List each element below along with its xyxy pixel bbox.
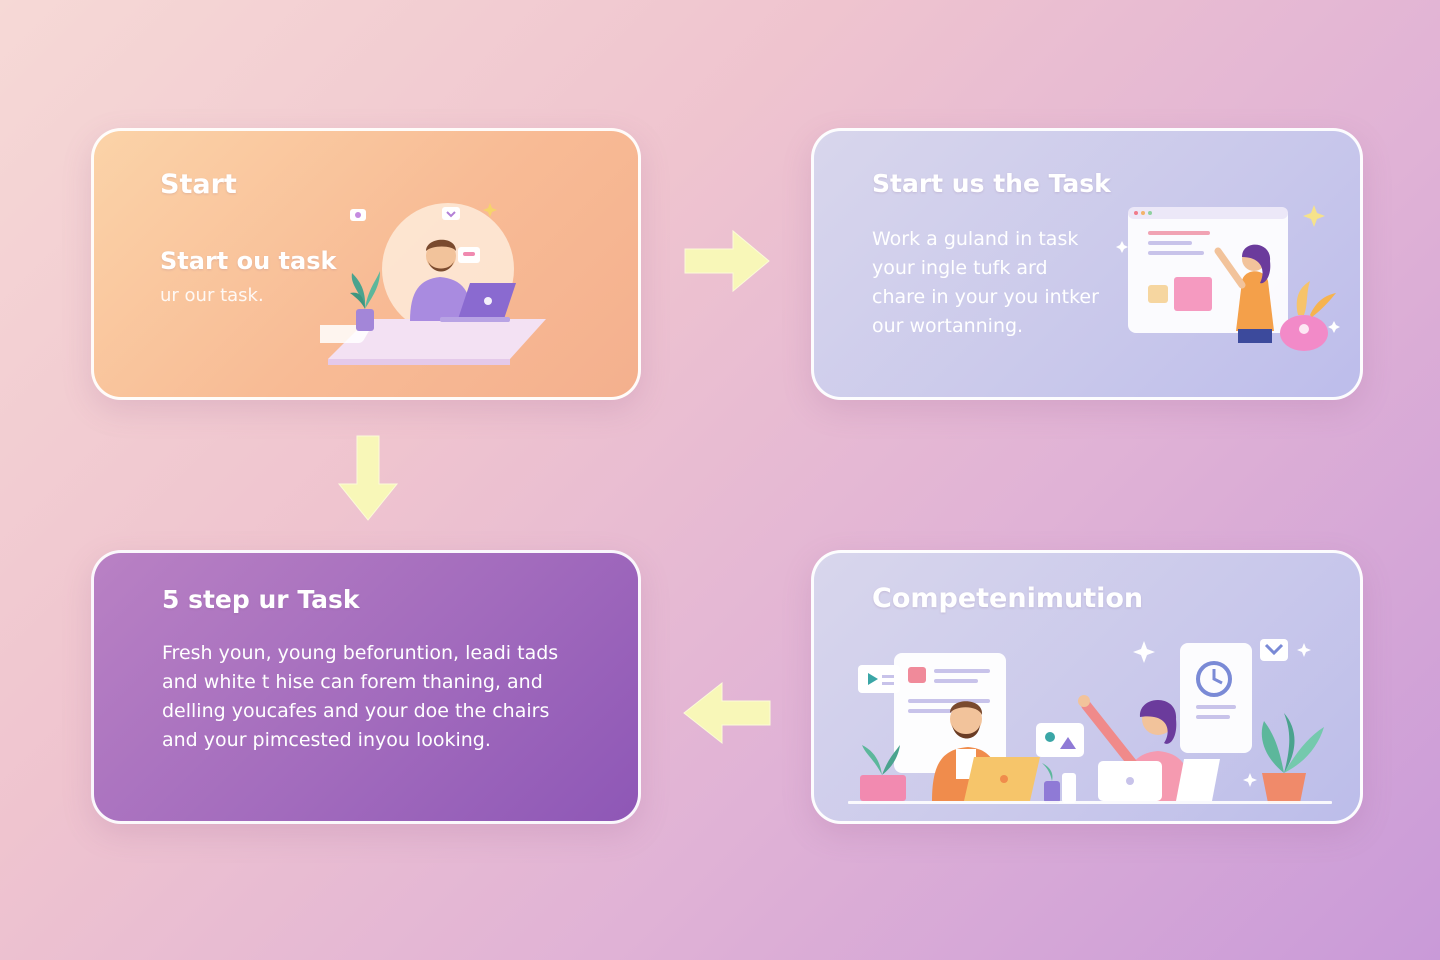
step-heading: Start ou task [160, 247, 337, 275]
step-description: Fresh youn, young beforuntion, leadi tad… [162, 639, 558, 755]
description-line: chare in your you intker [872, 286, 1099, 308]
description-line: your ingle tufk ard [872, 257, 1048, 279]
description-line: and your pimcested inyou looking. [162, 729, 491, 751]
woman-at-board-illustration [1116, 205, 1340, 351]
step-title: Start us the Task [872, 169, 1111, 198]
step-description: Work a guland in task your ingle tufk ar… [872, 225, 1099, 341]
description-line: and white t hise can forem thaning, and [162, 671, 543, 693]
arrow-right-icon [684, 229, 770, 293]
description-line: delling youcafes and your doe the chairs [162, 700, 550, 722]
step-title: Start [160, 169, 237, 200]
team-collaboration-illustration [848, 639, 1332, 804]
description-line: our wortanning. [872, 315, 1024, 337]
arrow-left-icon [683, 681, 771, 745]
step-card-start: Start Start ou task ur our task. [91, 128, 641, 400]
step-title: Competenimution [872, 583, 1144, 614]
step-card-5-step: 5 step ur Task Fresh youn, young beforun… [91, 550, 641, 824]
description-line: Fresh youn, young beforuntion, leadi tad… [162, 642, 559, 664]
arrow-down-icon [337, 435, 399, 521]
step-card-completion: Competenimution [811, 550, 1363, 824]
step-subtext: ur our task. [160, 285, 264, 306]
description-line: Work a guland in task [872, 228, 1079, 250]
step-title: 5 step ur Task [162, 585, 360, 614]
step-card-start-task: Start us the Task Work a guland in task … [811, 128, 1363, 400]
person-at-laptop-illustration [320, 203, 546, 365]
